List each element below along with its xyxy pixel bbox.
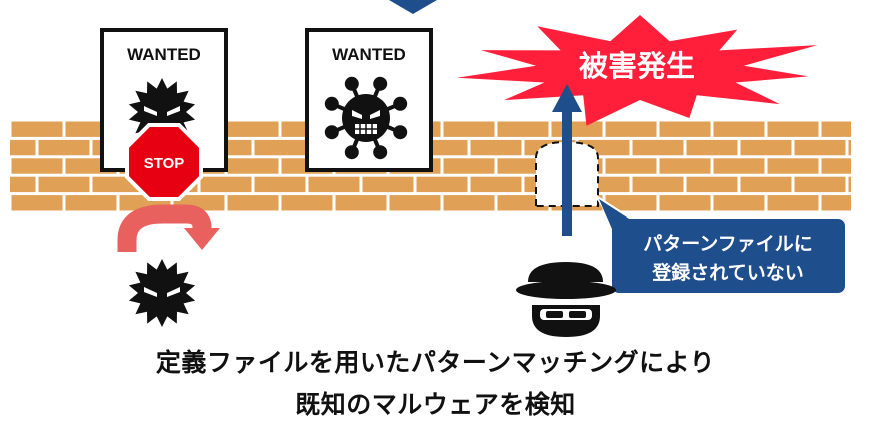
hacker-icon: [516, 262, 616, 337]
poster-2-label: WANTED: [332, 45, 406, 64]
damage-burst-label: 被害発生: [579, 49, 695, 83]
callout-line-2: 登録されていない: [651, 261, 803, 284]
caption-line-2: 既知のマルウェアを検知: [295, 390, 576, 419]
damage-burst: 被害発生: [456, 15, 818, 126]
malware-icon-blocked: [128, 259, 196, 327]
stop-sign-icon: STOP: [125, 123, 203, 201]
callout-line-1: パターンファイルに: [643, 233, 812, 255]
caption-line-1: 定義ファイルを用いたパターンマッチングにより: [155, 348, 716, 377]
stop-sign-label: STOP: [144, 155, 185, 172]
intrusion-arrow-icon: [552, 84, 582, 236]
callout-unregistered: パターンファイルに 登録されていない: [595, 195, 847, 295]
top-arrow-icon: [389, 0, 437, 14]
poster-1-label: WANTED: [127, 45, 201, 64]
virus-icon: [324, 76, 408, 160]
u-turn-arrow-icon: [117, 204, 220, 252]
